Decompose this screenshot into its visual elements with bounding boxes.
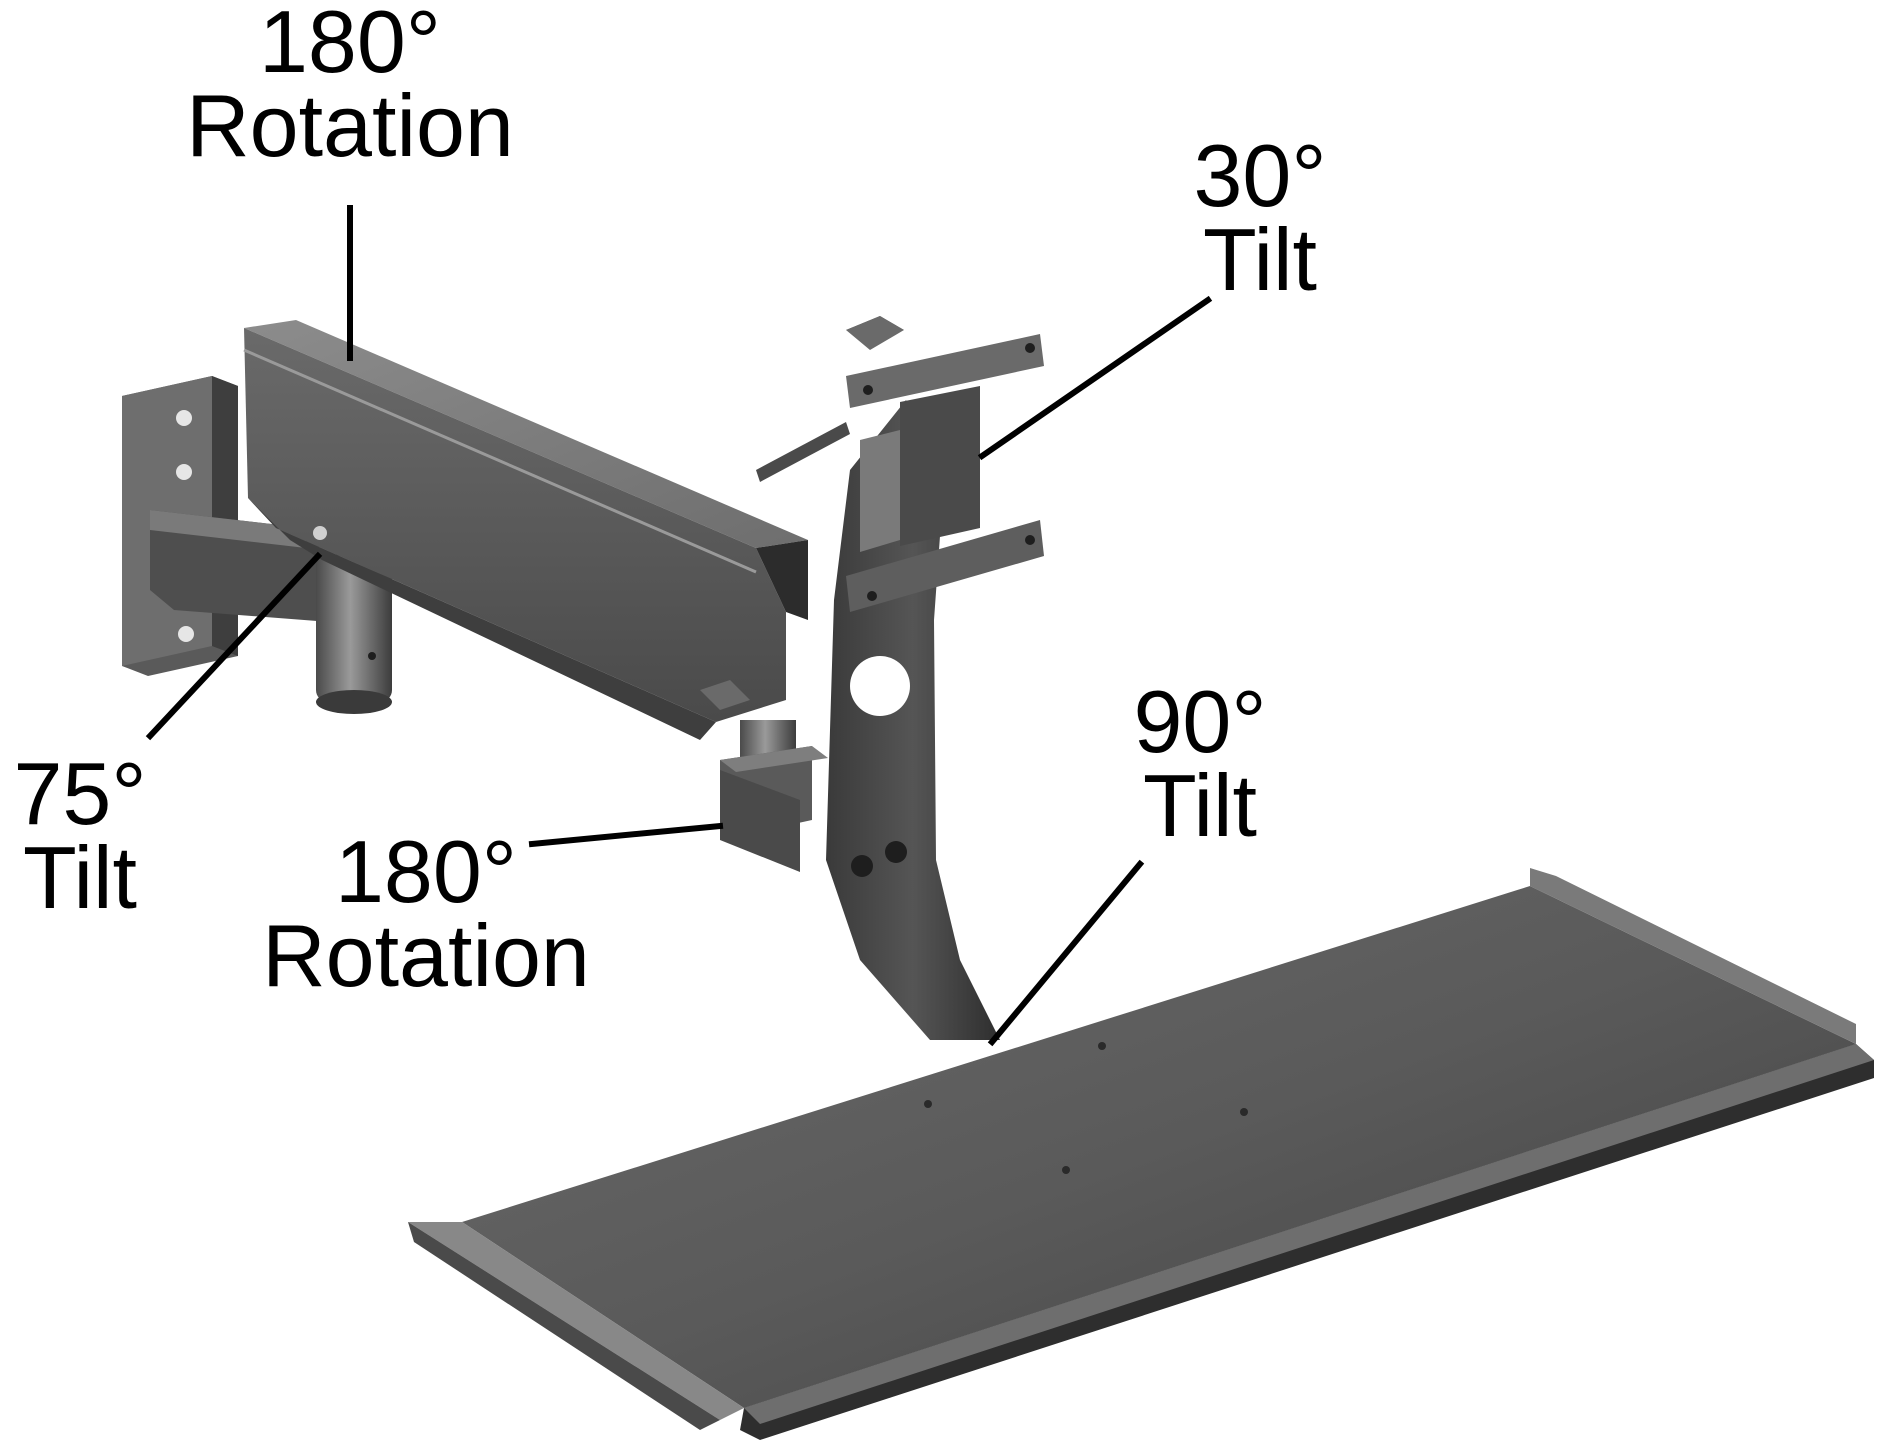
callout-motion: Tilt xyxy=(1202,210,1318,309)
callout-monitor-tilt: 30° Tilt xyxy=(1160,126,1360,309)
callout-motion: Tilt xyxy=(22,828,138,927)
post-bolt xyxy=(851,855,873,877)
callout-top-rotation: 180° Rotation xyxy=(160,0,540,175)
arm-pivot-bolt xyxy=(313,526,327,540)
callout-angle: 180° xyxy=(334,822,517,921)
lower-pivot-assembly xyxy=(700,680,828,872)
callout-angle: 180° xyxy=(258,0,441,91)
leader-line-monitor-tilt xyxy=(977,295,1213,461)
leader-line-wall-tilt xyxy=(145,551,323,741)
wall-plate-hole xyxy=(176,464,192,480)
callout-angle: 75° xyxy=(13,744,147,843)
callout-motion: Rotation xyxy=(186,76,514,175)
leader-line-lower-rotation xyxy=(528,822,724,848)
wall-plate-hole xyxy=(176,410,192,426)
leader-line-tray-tilt xyxy=(987,859,1145,1047)
callout-motion: Tilt xyxy=(1142,756,1258,855)
wall-plate-hole xyxy=(178,626,194,642)
post-bolt xyxy=(885,841,907,863)
main-arm xyxy=(243,320,808,740)
callout-wall-tilt: 75° Tilt xyxy=(0,744,160,927)
tilt-bracket xyxy=(846,334,1044,612)
callout-angle: 30° xyxy=(1193,126,1327,225)
callout-motion: Rotation xyxy=(262,906,590,1005)
callout-tray-tilt: 90° Tilt xyxy=(1100,672,1300,855)
callout-lower-rotation: 180° Rotation xyxy=(236,822,616,1005)
callout-angle: 90° xyxy=(1133,672,1267,771)
keyboard-tray xyxy=(408,868,1874,1440)
leader-lines xyxy=(145,205,1213,1047)
cable-pass-hole xyxy=(850,656,910,716)
